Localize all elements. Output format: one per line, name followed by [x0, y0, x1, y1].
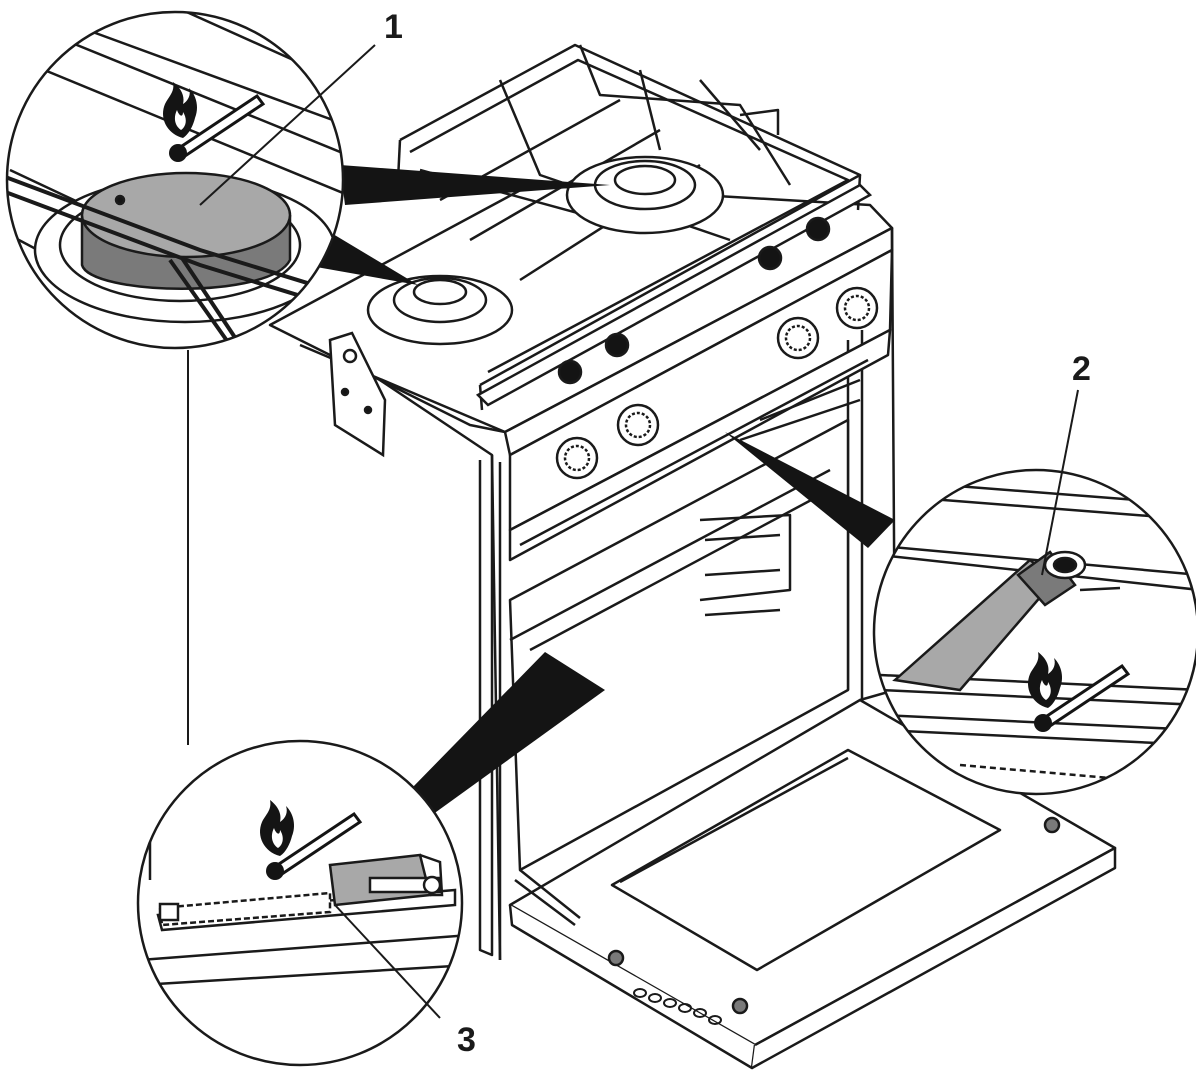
mounting-bracket — [328, 331, 387, 458]
hob-burners — [366, 155, 725, 346]
rail-knob — [557, 359, 583, 385]
door-window — [610, 748, 1002, 972]
front-rail — [475, 183, 873, 407]
callout-label-2: 2 — [1072, 350, 1091, 388]
callout-label-1: 1 — [384, 8, 403, 46]
detail-oven-burner — [872, 389, 1196, 796]
wedge-3 — [410, 652, 605, 820]
leader-line-3 — [334, 904, 441, 1019]
wedge-1a — [340, 165, 610, 205]
detail-grill-burner — [136, 739, 464, 1067]
wedge-2 — [725, 432, 895, 548]
rail-knob — [757, 245, 783, 271]
oven-door — [508, 698, 1117, 1070]
leader-line-1 — [199, 44, 376, 206]
rail-knob — [805, 216, 831, 242]
rail-knob — [604, 332, 630, 358]
leader-line-2 — [1041, 389, 1079, 576]
control-knobs — [555, 286, 879, 480]
callout-label-3: 3 — [457, 1021, 476, 1059]
detail-surface-burner — [5, 10, 376, 350]
